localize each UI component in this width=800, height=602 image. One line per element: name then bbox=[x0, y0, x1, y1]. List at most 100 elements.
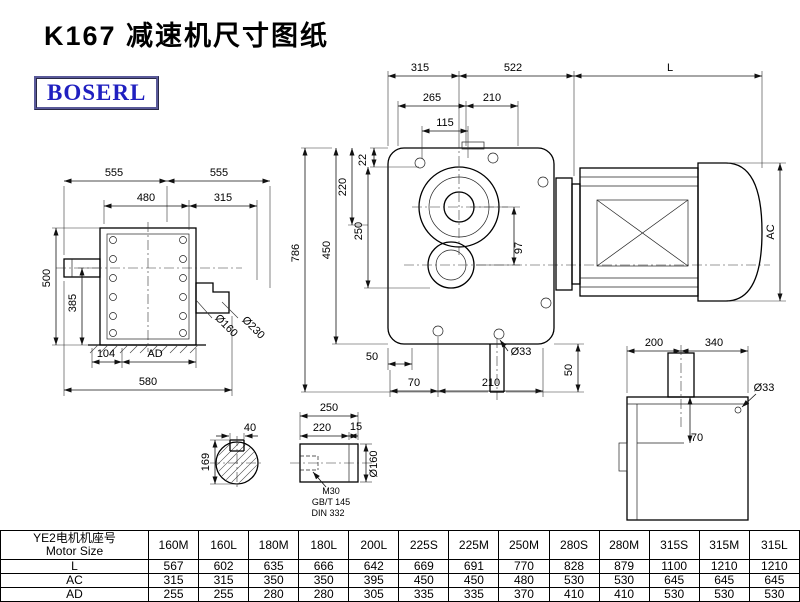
cell: 879 bbox=[598, 559, 650, 574]
col-header: 315M bbox=[698, 530, 750, 560]
label-gbt145: GB/T 145 bbox=[312, 497, 350, 507]
cell: 255 bbox=[147, 587, 200, 602]
page-title: K167 减速机尺寸图纸 bbox=[44, 21, 330, 51]
cell: 1210 bbox=[748, 559, 800, 574]
dim-210-bottom: 210 bbox=[482, 377, 500, 389]
cell: 828 bbox=[548, 559, 600, 574]
logo-boserl: BOSERL bbox=[34, 76, 160, 110]
cell: 1210 bbox=[698, 559, 750, 574]
col-header: 315S bbox=[648, 530, 700, 560]
side-view-dimensions: 555 555 480 315 500 385 104 AD 580 Ø160 … bbox=[41, 167, 271, 396]
col-header: 250M bbox=[498, 530, 550, 560]
cell: 635 bbox=[248, 559, 300, 574]
cell: 645 bbox=[698, 573, 750, 588]
motor-view bbox=[555, 162, 763, 302]
cell: 645 bbox=[648, 573, 700, 588]
row-label: AD bbox=[0, 587, 149, 602]
label-m30: M30 bbox=[322, 486, 340, 496]
row-label: L bbox=[0, 559, 149, 574]
cell: 315 bbox=[147, 573, 200, 588]
label-din332: DIN 332 bbox=[311, 508, 344, 518]
dim-200: 200 bbox=[645, 337, 663, 349]
cell: 770 bbox=[498, 559, 550, 574]
table-row-AD: AD 255 255 280 280 305 335 335 370 410 4… bbox=[0, 587, 800, 602]
table-header-cell: YE2电机机座号 Motor Size bbox=[0, 530, 149, 560]
cell: 280 bbox=[248, 587, 300, 602]
dim-dia160-shaft: Ø160 bbox=[368, 451, 380, 478]
technical-drawing: 315 522 L 265 210 115 22 220 250 450 786 bbox=[41, 62, 786, 521]
dim-555-left: 555 bbox=[105, 167, 123, 179]
cell: 567 bbox=[147, 559, 200, 574]
col-header: 160M bbox=[147, 530, 200, 560]
shaft-section-view: 40 169 250 220 15 Ø160 M30 GB/T 145 DIN … bbox=[200, 402, 380, 518]
dim-dia33-top: Ø33 bbox=[754, 382, 775, 394]
table-header-cn: YE2电机机座号 bbox=[33, 531, 116, 545]
cell: 450 bbox=[398, 573, 450, 588]
cell: 642 bbox=[348, 559, 400, 574]
col-header: 315L bbox=[748, 530, 800, 560]
dim-dia160-side: Ø160 bbox=[212, 312, 240, 340]
cell: 315 bbox=[198, 573, 250, 588]
dim-340: 340 bbox=[705, 337, 723, 349]
cell: 480 bbox=[498, 573, 550, 588]
dim-220-shaft: 220 bbox=[313, 422, 331, 434]
dim-265: 265 bbox=[423, 92, 441, 104]
dim-169: 169 bbox=[200, 453, 212, 471]
dim-AC: AC bbox=[765, 224, 777, 239]
col-header: 180L bbox=[298, 530, 350, 560]
col-header: 180M bbox=[248, 530, 300, 560]
side-view bbox=[56, 222, 242, 354]
table-header-row: YE2电机机座号 Motor Size 160M 160L 180M 180L … bbox=[0, 530, 800, 560]
cell: 530 bbox=[598, 573, 650, 588]
cell: 530 bbox=[748, 587, 800, 602]
table-row-AC: AC 315 315 350 350 395 450 450 480 530 5… bbox=[0, 573, 800, 588]
dim-786: 786 bbox=[290, 244, 302, 262]
col-header: 200L bbox=[348, 530, 400, 560]
cell: 370 bbox=[498, 587, 550, 602]
dim-522: 522 bbox=[504, 62, 522, 74]
dim-115: 115 bbox=[436, 117, 454, 129]
dim-L: L bbox=[667, 62, 673, 74]
dim-220: 220 bbox=[337, 178, 349, 196]
cell: 335 bbox=[448, 587, 500, 602]
dim-22: 22 bbox=[357, 154, 369, 166]
cell: 669 bbox=[398, 559, 450, 574]
dim-70-bottom: 70 bbox=[408, 377, 420, 389]
motor-size-table: YE2电机机座号 Motor Size 160M 160L 180M 180L … bbox=[0, 530, 800, 602]
col-header: 160L bbox=[198, 530, 250, 560]
dim-70-top: 70 bbox=[691, 432, 703, 444]
col-header: 225M bbox=[448, 530, 500, 560]
dim-40: 40 bbox=[244, 422, 256, 434]
dim-dia230: Ø230 bbox=[239, 314, 267, 342]
dim-dia33-front: Ø33 bbox=[511, 346, 532, 358]
cell: 280 bbox=[298, 587, 350, 602]
dim-450: 450 bbox=[321, 241, 333, 259]
dim-315-side: 315 bbox=[214, 192, 232, 204]
cell: 691 bbox=[448, 559, 500, 574]
col-header: 280S bbox=[548, 530, 600, 560]
cell: 395 bbox=[348, 573, 400, 588]
cell: 645 bbox=[748, 573, 800, 588]
cell: 255 bbox=[198, 587, 250, 602]
cell: 666 bbox=[298, 559, 350, 574]
front-view bbox=[387, 138, 770, 400]
cell: 1100 bbox=[648, 559, 700, 574]
cell: 530 bbox=[548, 573, 600, 588]
dim-580: 580 bbox=[139, 376, 157, 388]
table-header-en: Motor Size bbox=[45, 544, 104, 558]
row-label: AC bbox=[0, 573, 149, 588]
dim-500: 500 bbox=[41, 269, 53, 287]
cell: 410 bbox=[598, 587, 650, 602]
cell: 335 bbox=[398, 587, 450, 602]
dim-315-top: 315 bbox=[411, 62, 429, 74]
dim-15: 15 bbox=[350, 421, 362, 433]
cell: 602 bbox=[198, 559, 250, 574]
col-header: 225S bbox=[398, 530, 450, 560]
cell: 530 bbox=[698, 587, 750, 602]
dim-555-right: 555 bbox=[210, 167, 228, 179]
dim-AD: AD bbox=[147, 348, 162, 360]
dim-250: 250 bbox=[353, 222, 365, 240]
dim-97: 97 bbox=[513, 242, 525, 254]
dim-50-right: 50 bbox=[563, 364, 575, 376]
cell: 350 bbox=[248, 573, 300, 588]
